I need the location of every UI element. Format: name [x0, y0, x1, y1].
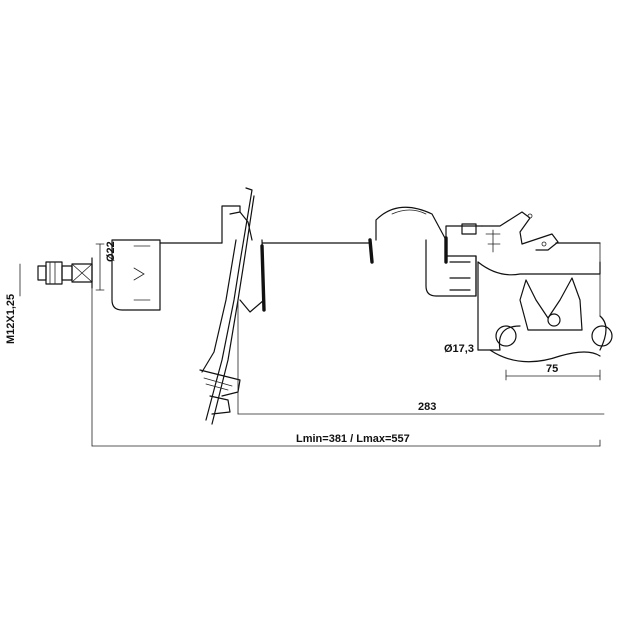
rod-diameter-label: Ø22: [105, 241, 117, 262]
mount-length-label: 283: [418, 401, 436, 413]
knuckle-bracket: [477, 242, 613, 363]
length-range-label: Lmin=381 / Lmax=557: [296, 433, 410, 445]
clip-bracket: [481, 211, 601, 253]
bolt-hole-diameter-label: Ø17,3: [444, 343, 474, 355]
piston-rod: [261, 238, 374, 264]
top-mount: [111, 239, 223, 311]
lower-mount: [375, 206, 483, 297]
strut-body: [199, 187, 266, 425]
threaded-stud: [37, 257, 93, 289]
overall-length-dimension: [91, 287, 601, 447]
bolt-spacing-dimension: [505, 369, 601, 381]
bolt-spacing-label: 75: [546, 363, 558, 375]
rod-diameter-dimension: [95, 243, 105, 291]
thread-label: M12X1,25: [5, 294, 17, 344]
mount-length-dimension: [237, 299, 605, 415]
